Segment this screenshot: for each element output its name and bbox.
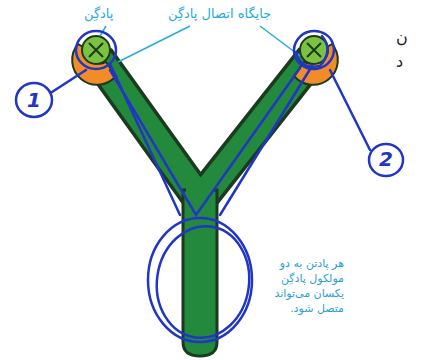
- binding-site: [72, 44, 338, 85]
- part-label: پادگِن: [84, 6, 113, 22]
- antibody-stem: [183, 188, 217, 356]
- callout-number: 1: [27, 88, 41, 112]
- antibody-arms: [98, 58, 312, 200]
- cut-text: د: [396, 52, 403, 71]
- cut-text: ن: [396, 28, 408, 47]
- note-text: هر پادتن به دو مولکول پادگِن یکسان می‌تو…: [262, 256, 346, 317]
- leader-line: [100, 26, 300, 62]
- pen-annotation: [16, 28, 403, 344]
- part-label: جایگاه اتصال پادگِن: [168, 6, 271, 22]
- callout-number: 2: [379, 147, 393, 171]
